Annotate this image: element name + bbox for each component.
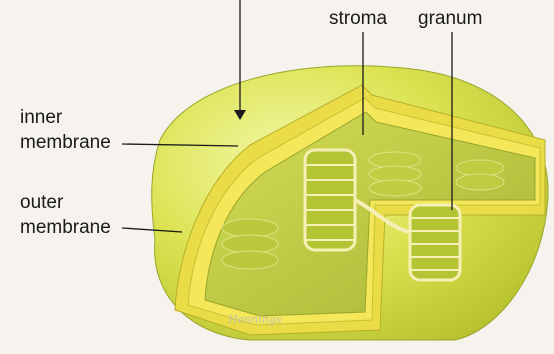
- label-outer-membrane-line2: membrane: [20, 216, 111, 240]
- granum-stack-center: [305, 150, 355, 250]
- label-granum: granum: [418, 7, 482, 31]
- granum-stack-right: [410, 205, 460, 280]
- label-stroma: stroma: [329, 7, 387, 31]
- artist-signature: Hennings: [228, 313, 282, 326]
- label-inner-membrane-line2: membrane: [20, 131, 111, 155]
- label-inner-membrane-line1: inner: [20, 106, 62, 130]
- label-outer-membrane-line1: outer: [20, 191, 63, 215]
